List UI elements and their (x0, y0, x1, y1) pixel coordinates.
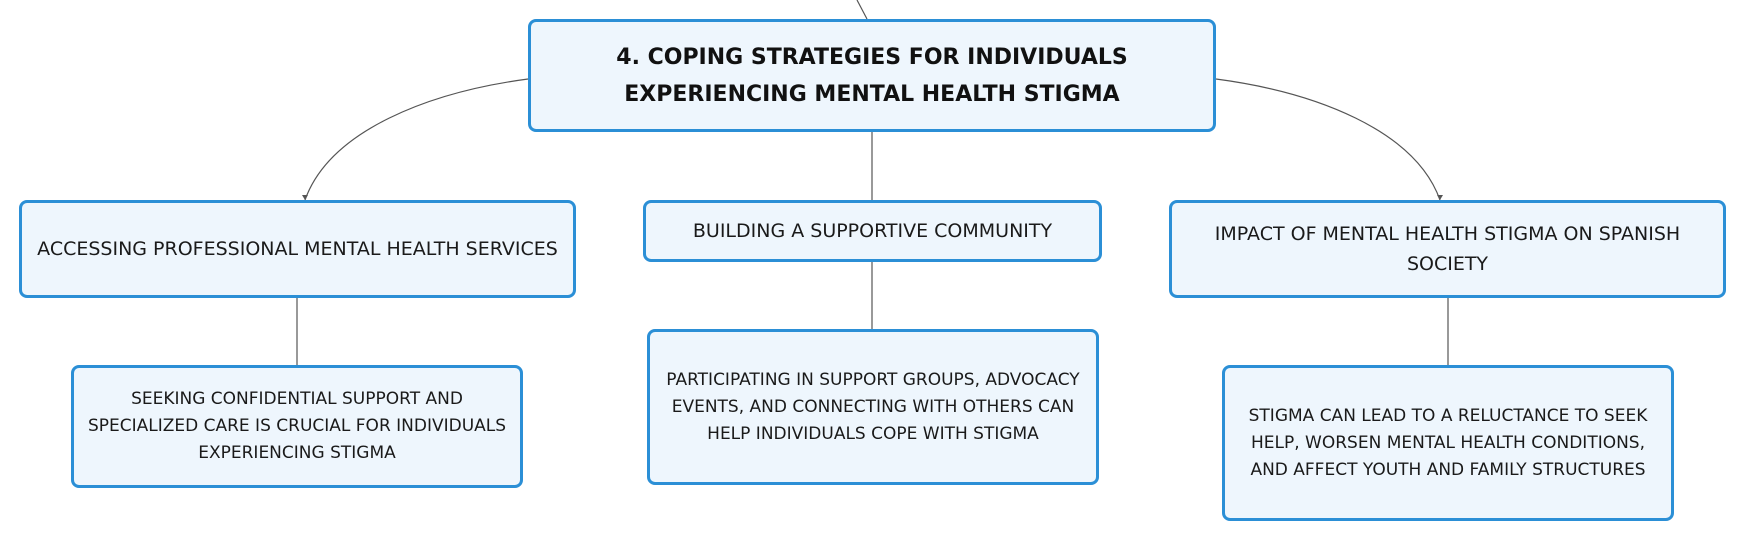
branch-label: IMPACT OF MENTAL HEALTH STIGMA ON SPANIS… (1214, 223, 1681, 275)
root-node[interactable]: 4. COPING STRATEGIES FOR INDIVIDUALS EXP… (528, 19, 1216, 132)
arrowhead-left-branch (302, 195, 308, 200)
root-title: 4. COPING STRATEGIES FOR INDIVIDUALS EXP… (616, 44, 1128, 107)
branch-node-professional-services[interactable]: ACCESSING PROFESSIONAL MENTAL HEALTH SER… (19, 200, 576, 298)
arrowhead-right-branch (1437, 195, 1443, 200)
branch-label: BUILDING A SUPPORTIVE COMMUNITY (692, 220, 1053, 242)
branch-label: ACCESSING PROFESSIONAL MENTAL HEALTH SER… (37, 238, 558, 260)
connector-root-to-left-branch (304, 78, 529, 201)
detail-node-support-groups[interactable]: PARTICIPATING IN SUPPORT GROUPS, ADVOCAC… (647, 329, 1099, 485)
branch-node-supportive-community[interactable]: BUILDING A SUPPORTIVE COMMUNITY (643, 200, 1102, 262)
connector-root-to-right-branch (1215, 78, 1441, 201)
detail-node-confidential-support[interactable]: SEEKING CONFIDENTIAL SUPPORT AND SPECIAL… (71, 365, 523, 488)
detail-node-stigma-effects[interactable]: STIGMA CAN LEAD TO A RELUCTANCE TO SEEK … (1222, 365, 1674, 521)
branch-node-stigma-impact[interactable]: IMPACT OF MENTAL HEALTH STIGMA ON SPANIS… (1169, 200, 1726, 298)
detail-text: STIGMA CAN LEAD TO A RELUCTANCE TO SEEK … (1248, 405, 1648, 480)
detail-text: PARTICIPATING IN SUPPORT GROUPS, ADVOCAC… (666, 369, 1080, 444)
detail-text: SEEKING CONFIDENTIAL SUPPORT AND SPECIAL… (87, 389, 507, 463)
connector-parent-to-root (856, 0, 868, 20)
